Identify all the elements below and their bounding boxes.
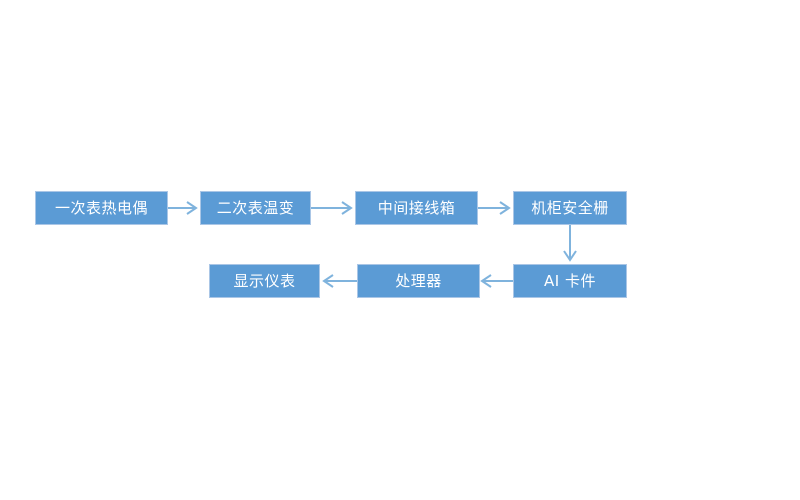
flow-node-ai-card[interactable]: AI 卡件 bbox=[513, 264, 627, 298]
flow-node-primary-thermocouple[interactable]: 一次表热电偶 bbox=[35, 191, 168, 225]
connector-arrow-n6-n7 bbox=[322, 274, 357, 288]
connector-arrow-n3-n4 bbox=[478, 201, 511, 215]
flow-node-processor[interactable]: 处理器 bbox=[357, 264, 480, 298]
flow-node-cabinet-safety-barrier[interactable]: 机柜安全栅 bbox=[513, 191, 627, 225]
connector-arrow-n2-n3 bbox=[311, 201, 353, 215]
flow-node-display-instrument[interactable]: 显示仪表 bbox=[209, 264, 320, 298]
flow-node-label: 一次表热电偶 bbox=[54, 198, 148, 217]
flow-node-label: 中间接线箱 bbox=[377, 198, 456, 217]
flow-node-secondary-transmitter[interactable]: 二次表温变 bbox=[200, 191, 311, 225]
connector-arrow-n5-n6 bbox=[480, 274, 513, 288]
flow-node-label: 二次表温变 bbox=[216, 198, 295, 217]
flow-node-label: AI 卡件 bbox=[544, 271, 596, 290]
connector-arrow-n1-n2 bbox=[168, 201, 198, 215]
flow-node-label: 处理器 bbox=[395, 271, 442, 290]
flow-node-label: 显示仪表 bbox=[233, 271, 296, 290]
connector-arrow-n4-n5 bbox=[563, 225, 577, 262]
flow-node-junction-box[interactable]: 中间接线箱 bbox=[355, 191, 478, 225]
flow-node-label: 机柜安全栅 bbox=[531, 198, 609, 217]
